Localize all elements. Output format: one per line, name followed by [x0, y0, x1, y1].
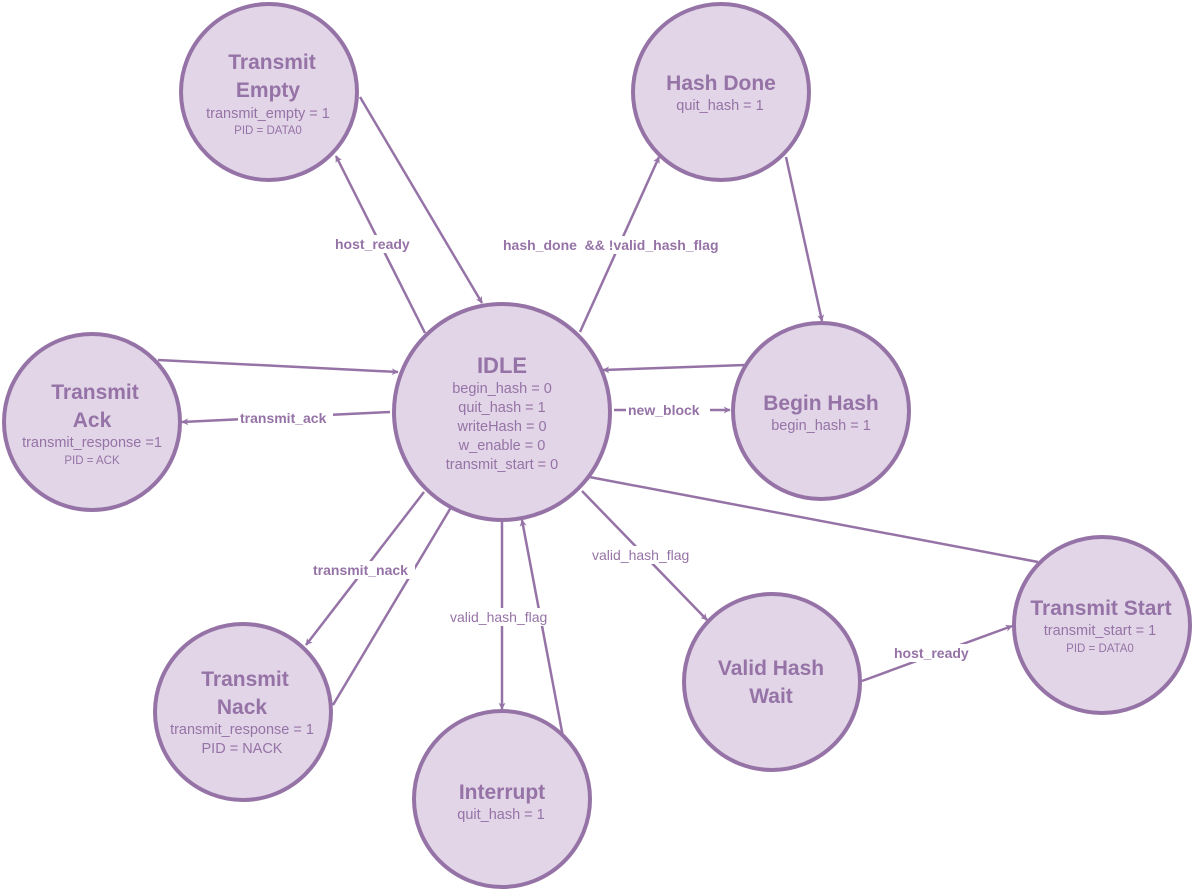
edge-label-new-block: new_block: [628, 402, 700, 418]
state-transmit-empty-title: Empty: [236, 79, 301, 102]
edge-label-host-ready-left: host_ready: [335, 236, 410, 252]
edge-transmit-empty-to-idle: [358, 96, 484, 304]
state-transmit-empty-line: transmit_empty = 1: [206, 106, 330, 122]
edge-labels: host_ready hash_done && !valid_hash_flag…: [238, 235, 981, 662]
edge-label-transmit-ack: transmit_ack: [240, 410, 327, 426]
state-transmit-ack-circle: [2, 332, 182, 512]
state-idle-line: transmit_start = 0: [446, 457, 558, 473]
edge-label-transmit-nack: transmit_nack: [313, 562, 408, 578]
state-transmit-start-circle: [1012, 535, 1192, 715]
state-transmit-nack: Transmit Nack transmit_response = 1 PID …: [153, 622, 333, 802]
edge-label-valid-hash-flag-down: valid_hash_flag: [450, 609, 547, 625]
state-hash-done-line: quit_hash = 1: [676, 98, 763, 114]
edge-transmit-start-to-idle: [583, 473, 1039, 564]
state-transmit-start: Transmit Start transmit_start = 1 PID = …: [1012, 535, 1192, 715]
state-hash-done-circle: [631, 2, 811, 182]
state-transmit-nack-line: transmit_response = 1: [170, 722, 314, 738]
state-valid-hash-wait-title: Valid Hash: [718, 657, 824, 680]
state-begin-hash: Begin Hash begin_hash = 1: [731, 321, 911, 501]
state-idle-line: writeHash = 0: [456, 419, 546, 435]
state-transmit-nack-title: Transmit: [201, 668, 289, 691]
state-valid-hash-wait-circle: [682, 592, 862, 772]
state-idle-line: begin_hash = 0: [452, 381, 552, 397]
state-transmit-start-title: Transmit Start: [1030, 597, 1171, 620]
state-transmit-start-line: transmit_start = 1: [1044, 623, 1156, 639]
edge-transmit-nack-to-idle: [331, 503, 455, 706]
state-transmit-empty-title: Transmit: [228, 51, 316, 74]
state-hash-done: Hash Done quit_hash = 1: [631, 2, 811, 182]
state-interrupt-title: Interrupt: [459, 781, 545, 804]
state-hash-done-title: Hash Done: [666, 72, 776, 95]
state-transmit-ack: Transmit Ack transmit_response =1 PID = …: [2, 332, 182, 512]
edge-begin-hash-to-idle: [602, 363, 746, 374]
state-valid-hash-wait: Valid Hash Wait: [682, 592, 862, 772]
edge-interrupt-to-idle: [519, 519, 565, 738]
state-interrupt-circle: [412, 709, 592, 889]
state-transmit-empty-small: PID = DATA0: [234, 125, 302, 137]
state-transmit-start-small: PID = DATA0: [1066, 643, 1134, 655]
edge-label-host-ready-right: host_ready: [894, 645, 969, 661]
state-transmit-ack-title: Ack: [73, 409, 112, 432]
state-transmit-ack-small: PID = ACK: [64, 455, 120, 467]
edge-label-valid-hash-flag-right: valid_hash_flag: [592, 547, 689, 563]
state-idle-line: quit_hash = 1: [458, 400, 545, 416]
state-transmit-empty: Transmit Empty transmit_empty = 1 PID = …: [179, 2, 359, 182]
state-transmit-nack-circle: [153, 622, 333, 802]
state-transmit-ack-line: transmit_response =1: [22, 435, 162, 451]
state-interrupt-line: quit_hash = 1: [457, 807, 544, 823]
state-begin-hash-title: Begin Hash: [763, 392, 879, 415]
state-transmit-nack-line: PID = NACK: [202, 741, 283, 757]
state-begin-hash-circle: [731, 321, 911, 501]
state-idle-circle: [392, 302, 612, 522]
state-transmit-ack-title: Transmit: [51, 381, 139, 404]
edge-hash-done-to-begin-hash: [784, 156, 825, 322]
state-valid-hash-wait-title: Wait: [749, 685, 793, 708]
state-idle: IDLE begin_hash = 0 quit_hash = 1 writeH…: [392, 302, 612, 522]
state-interrupt: Interrupt quit_hash = 1: [412, 709, 592, 889]
edge-label-hash-done-cond: hash_done && !valid_hash_flag: [503, 237, 719, 253]
state-idle-line: w_enable = 0: [458, 438, 546, 454]
state-begin-hash-line: begin_hash = 1: [771, 418, 871, 434]
edge-transmit-ack-to-idle: [157, 358, 399, 376]
state-transmit-nack-title: Nack: [217, 696, 268, 719]
state-transmit-empty-circle: [179, 2, 359, 182]
state-idle-title: IDLE: [477, 353, 527, 378]
